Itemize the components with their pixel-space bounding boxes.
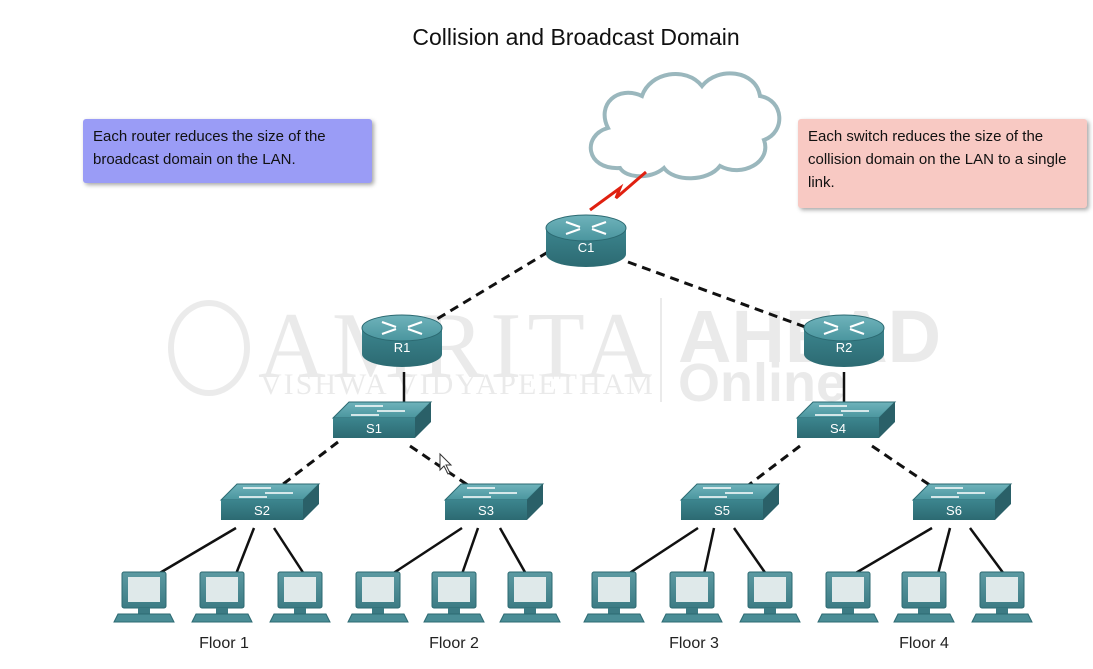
link-s5-pc8: [702, 527, 716, 575]
pc-5-icon: [423, 571, 485, 623]
switch-s4-icon: S4: [795, 401, 897, 438]
router-c1-label: C1: [578, 240, 595, 255]
link-s1-s2: [277, 440, 339, 490]
link-s6-pc12: [968, 527, 1006, 575]
internet-cloud-icon: [588, 71, 782, 181]
router-note: Each router reduces the size of the broa…: [83, 119, 372, 183]
wan-link: [589, 170, 647, 212]
pc-3-icon: [269, 571, 331, 623]
pc-1-icon: [113, 571, 175, 623]
dashed-links: [277, 250, 941, 494]
link-s2-pc3: [272, 527, 306, 575]
switch-s4-label: S4: [830, 421, 846, 436]
floor-4-label: Floor 4: [899, 635, 949, 652]
pc-9-icon: [739, 571, 801, 623]
router-r1-icon: R1: [361, 314, 443, 367]
floor-3-label: Floor 3: [669, 635, 719, 652]
floor-1-label: Floor 1: [199, 635, 249, 652]
link-s2-pc2: [234, 527, 256, 575]
link-s2-pc1: [157, 526, 237, 576]
pc-7-icon: [583, 571, 645, 623]
switch-s3-icon: S3: [443, 483, 545, 520]
switch-s6-icon: S6: [911, 483, 1013, 520]
pc-2-icon: [191, 571, 253, 623]
router-c1-icon: C1: [545, 214, 627, 267]
diagram-title: Collision and Broadcast Domain: [412, 24, 740, 50]
switch-s3-label: S3: [478, 503, 494, 518]
switch-s1-icon: S1: [331, 401, 433, 438]
switch-s5-label: S5: [714, 503, 730, 518]
link-s3-pc5: [460, 527, 480, 575]
pc-12-icon: [971, 571, 1033, 623]
switch-s5-icon: S5: [679, 483, 781, 520]
pc-6-icon: [499, 571, 561, 623]
pc-8-icon: [661, 571, 723, 623]
switch-s2-label: S2: [254, 503, 270, 518]
solid-links: [157, 372, 1006, 576]
link-s6-pc11: [936, 527, 952, 575]
pc-4-icon: [347, 571, 409, 623]
link-c1-r1: [431, 250, 549, 324]
switch-s1-label: S1: [366, 421, 382, 436]
router-r1-label: R1: [394, 340, 411, 355]
switch-note: Each switch reduces the size of the coll…: [798, 119, 1087, 208]
floor-2-label: Floor 2: [429, 635, 479, 652]
router-r2-icon: R2: [803, 314, 885, 367]
link-s3-pc6: [498, 527, 528, 575]
link-s5-pc7: [627, 526, 699, 576]
link-s4-s5: [741, 444, 801, 492]
link-s5-pc9: [732, 527, 768, 575]
switch-s6-label: S6: [946, 503, 962, 518]
link-c1-r2: [627, 260, 809, 330]
link-s3-pc4: [391, 526, 463, 576]
pc-10-icon: [817, 571, 879, 623]
link-s6-pc10: [853, 526, 933, 576]
pc-11-icon: [893, 571, 955, 623]
mouse-cursor-icon: [439, 452, 453, 475]
router-r2-label: R2: [836, 340, 853, 355]
switch-s2-icon: S2: [219, 483, 321, 520]
